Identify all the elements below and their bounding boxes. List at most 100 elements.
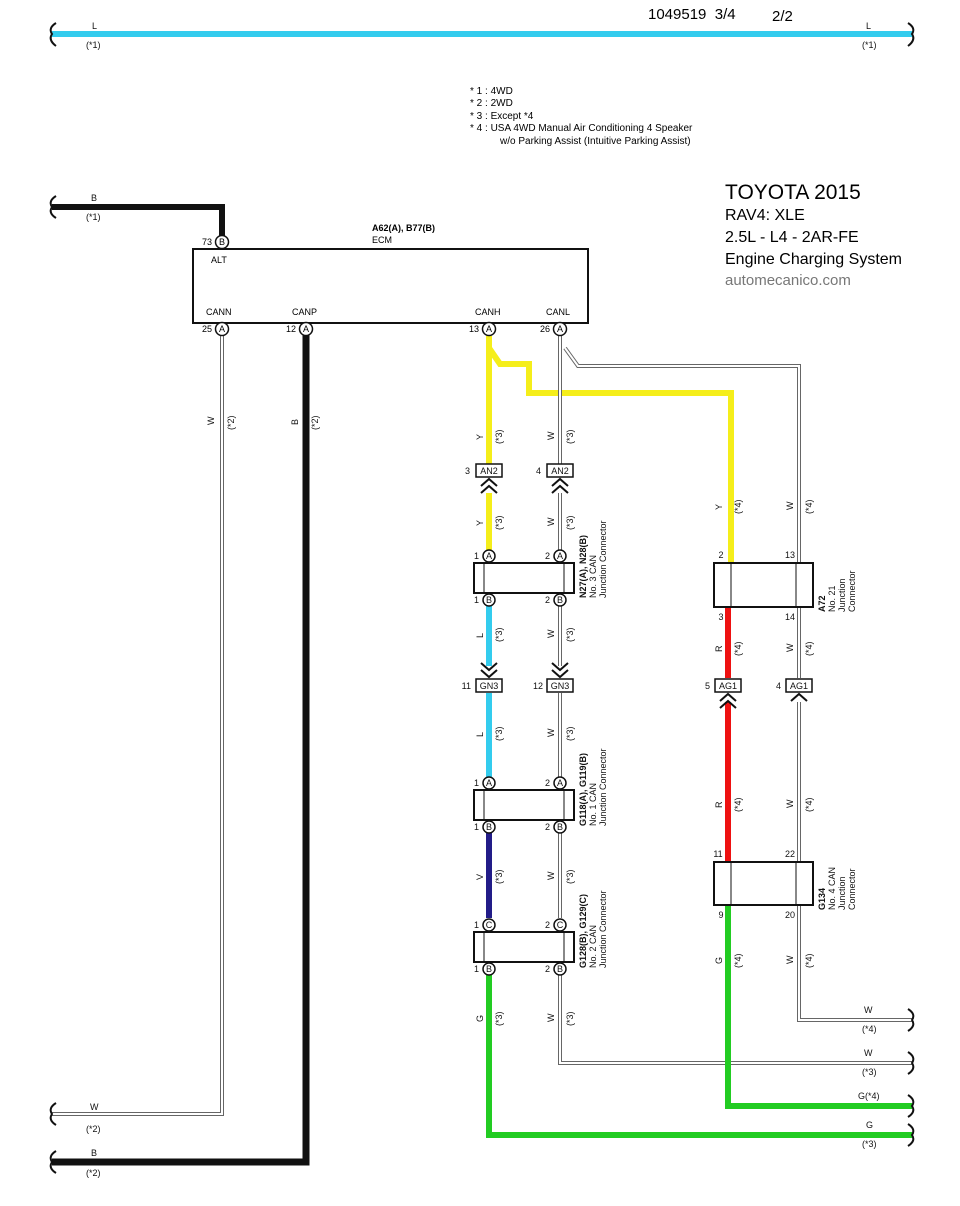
svg-text:B: B — [486, 822, 492, 832]
svg-text:2: 2 — [545, 822, 550, 832]
ag1-name-r: AG1 — [719, 681, 737, 691]
ecm-module: A62(A), B77(B) ECM ALT CANN CANP CANH CA… — [192, 223, 589, 324]
page-number: 2/2 — [772, 8, 793, 25]
wire-canl-4-color: W — [546, 728, 556, 737]
g134-line3: Junction — [837, 876, 847, 910]
wire-bot-b-note: (*2) — [86, 1168, 101, 1178]
svg-text:9: 9 — [718, 910, 723, 920]
svg-text:B: B — [486, 964, 492, 974]
g118-line3: Junction Connector — [598, 748, 608, 826]
wire-top-b-color: B — [91, 193, 97, 203]
svg-text:B: B — [557, 964, 563, 974]
document-id: 1049519 3/4 — [648, 6, 736, 23]
svg-text:A: A — [557, 551, 563, 561]
wire-r-w4-note: (*4) — [804, 953, 814, 968]
wire-bot-w-color: W — [90, 1102, 99, 1112]
connector-ag1: AG1 AG1 5 4 — [705, 678, 813, 709]
pin-cann-number: 25 — [202, 324, 212, 334]
wire-canh-4-color: L — [475, 732, 485, 737]
wire-out-g4-label: G(*4) — [858, 1091, 880, 1101]
svg-text:C: C — [557, 920, 564, 930]
a72-line4: Connector — [847, 570, 857, 612]
wire-canh-g — [486, 975, 912, 1138]
wire-canp-color: B — [290, 419, 300, 425]
wire-cann-note: (*2) — [226, 415, 236, 430]
wire-alt-b — [52, 204, 225, 238]
wire-out-g3-color: G — [866, 1120, 873, 1130]
wire-w-r-3 — [798, 905, 912, 1021]
wire-canh-y-branch — [486, 346, 734, 562]
connector-an2: AN2 AN2 3 4 — [465, 463, 574, 494]
junction-a72: 2 13 3 14 A72 No. 21 Junction Connector — [713, 550, 857, 622]
wire-r-g-color: G — [714, 957, 724, 964]
svg-text:1: 1 — [474, 551, 479, 561]
wire-r-w2-note: (*4) — [804, 641, 814, 656]
pin-canl-number: 26 — [540, 324, 550, 334]
wire-canh-1-note: (*3) — [494, 429, 504, 444]
svg-text:1: 1 — [474, 822, 479, 832]
wire-r-y-color: Y — [714, 504, 724, 510]
wire-out-w3-note: (*3) — [862, 1067, 877, 1077]
gn3-name-l: GN3 — [551, 681, 570, 691]
svg-text:2: 2 — [545, 595, 550, 605]
gn3-name-h: GN3 — [480, 681, 499, 691]
n27-code: N27(A), N28(B) — [578, 535, 588, 598]
wire-canl-2-note: (*3) — [565, 515, 575, 530]
svg-text:11: 11 — [713, 849, 722, 859]
svg-text:A: A — [486, 778, 492, 788]
wire-r-w3-note: (*4) — [804, 797, 814, 812]
connector-gn3: GN3 GN3 11 12 — [462, 662, 574, 693]
wire-r-w1-color: W — [785, 501, 795, 510]
svg-text:1: 1 — [474, 920, 479, 930]
g134-line4: Connector — [847, 868, 857, 910]
svg-text:3: 3 — [718, 612, 723, 622]
wire-r-w2-color: W — [785, 643, 795, 652]
wire-top-l-note-left: (*1) — [86, 40, 101, 50]
note-2: * 2 : 2WD — [470, 98, 513, 110]
svg-text:B: B — [557, 595, 563, 605]
pin-alt-letter: B — [219, 237, 225, 247]
site-name: automecanico.com — [725, 272, 851, 289]
wire-canl-3-color: W — [546, 629, 556, 638]
wire-canl-6-note: (*3) — [565, 1011, 575, 1026]
wire-canh-6-note: (*3) — [494, 1011, 504, 1026]
wire-cann-w — [52, 335, 224, 1116]
ecm-pins: B 73 A 25 A 12 A 13 A 26 — [202, 234, 568, 337]
svg-text:2: 2 — [545, 964, 550, 974]
svg-text:14: 14 — [785, 612, 795, 622]
wire-canl-5-color: W — [546, 871, 556, 880]
ecm-pin-canl: CANL — [546, 307, 570, 317]
note-1: * 1 : 4WD — [470, 86, 513, 97]
wire-canh-4-note: (*3) — [494, 726, 504, 741]
ecm-pin-alt: ALT — [211, 255, 227, 265]
wire-canl-1-note: (*3) — [565, 429, 575, 444]
title-block: TOYOTA 2015 RAV4: XLE 2.5L - L4 - 2AR-FE… — [725, 180, 902, 291]
svg-text:2: 2 — [545, 920, 550, 930]
wire-r-w1-note: (*4) — [804, 499, 814, 514]
svg-text:1: 1 — [474, 778, 479, 788]
pin-canp-number: 12 — [286, 324, 296, 334]
pin-canp-letter: A — [303, 324, 309, 334]
wire-r-r1-note: (*4) — [733, 641, 743, 656]
wire-canl-2-color: W — [546, 517, 556, 526]
wire-canp-b — [52, 335, 310, 1166]
svg-text:1: 1 — [474, 964, 479, 974]
junction-g118: A A B B 1 2 1 2 G118(A), G119(B) No. 1 C… — [473, 748, 608, 834]
svg-text:22: 22 — [785, 849, 795, 859]
gn3-pin-h: 11 — [462, 681, 471, 691]
wire-canp-note: (*2) — [310, 415, 320, 430]
ag1-name-w: AG1 — [790, 681, 808, 691]
wire-r-r2-color: R — [714, 801, 724, 808]
wire-r-r2-note: (*4) — [733, 797, 743, 812]
wire-cann-color: W — [206, 416, 216, 425]
vehicle-make: TOYOTA 2015 — [725, 181, 861, 204]
note-4-cont: w/o Parking Assist (Intuitive Parking As… — [500, 135, 691, 147]
wire-g-4 — [725, 905, 912, 1109]
svg-text:B: B — [557, 822, 563, 832]
wire-out-w4-color: W — [864, 1005, 873, 1015]
wire-r-r1-color: R — [714, 645, 724, 652]
svg-text:A: A — [486, 551, 492, 561]
ecm-connector-code: A62(A), B77(B) — [372, 223, 435, 233]
wire-top-l-color-left: L — [92, 21, 97, 31]
